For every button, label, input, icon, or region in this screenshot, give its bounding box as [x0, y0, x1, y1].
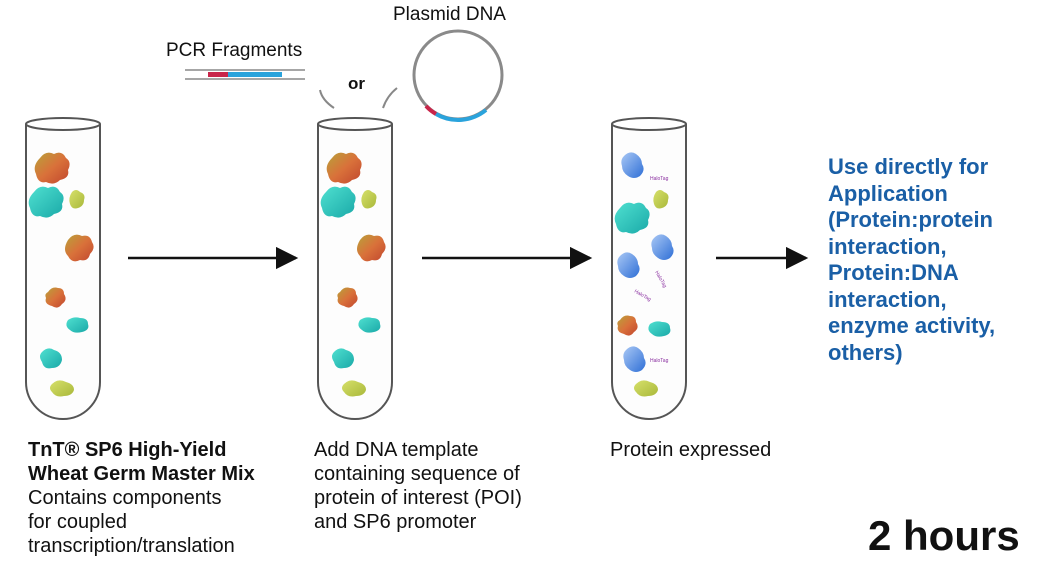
tag-label: HaloTag	[650, 358, 669, 364]
application-line: interaction,	[828, 286, 947, 312]
protein-blob	[320, 186, 356, 218]
caption-line: Contains components	[28, 487, 222, 509]
caption-line: for coupled	[28, 511, 127, 533]
expressed-protein	[617, 252, 640, 278]
protein-blob	[326, 152, 362, 184]
protein-blob	[617, 315, 638, 336]
protein-blob	[34, 152, 70, 184]
protein-blob	[337, 287, 358, 308]
expressed-protein	[623, 346, 646, 372]
plasmid-dna-label: Plasmid DNA	[393, 4, 506, 25]
pcr-fragment-icon	[185, 69, 305, 80]
caption-line: containing sequence of	[314, 463, 520, 485]
application-line: (Protein:protein	[828, 207, 993, 232]
caption-line: transcription/translation	[28, 535, 235, 557]
protein-blob	[332, 348, 354, 369]
protein-blob	[614, 202, 650, 234]
expressed-protein	[621, 152, 644, 178]
connector-bracket-right	[382, 87, 398, 109]
application-line: enzyme activity,	[828, 313, 996, 338]
protein-blob	[66, 317, 89, 333]
caption-line: Protein expressed	[610, 439, 772, 461]
tube-3: HaloTag HaloTag HaloTag HaloTag	[611, 117, 687, 420]
protein-blob	[634, 380, 658, 397]
tube-1	[25, 117, 101, 420]
pcr-fragments-label: PCR Fragments	[166, 40, 303, 61]
protein-blob	[358, 317, 381, 333]
protein-blob	[50, 380, 74, 397]
tube-2-caption: Add DNA template containing sequence of …	[314, 438, 522, 534]
duration-label: 2 hours	[868, 512, 1020, 559]
caption-line: Add DNA template	[314, 439, 479, 461]
application-line: Use directly for	[828, 154, 989, 179]
tag-label: HaloTag	[650, 176, 669, 182]
caption-line: TnT® SP6 High-Yield	[28, 439, 227, 461]
protein-blob	[28, 186, 64, 218]
application-line: others)	[828, 339, 903, 365]
application-line: interaction,	[828, 233, 947, 259]
tube-2	[317, 117, 393, 420]
application-text: Use directly for Application (Protein:pr…	[828, 154, 1038, 366]
application-line: Protein:DNA	[828, 260, 959, 285]
protein-blob	[648, 321, 671, 337]
protein-blob	[45, 287, 66, 308]
protein-blob	[65, 234, 94, 262]
protein-blob	[342, 380, 366, 397]
connector-bracket-left	[319, 89, 335, 109]
tube-3-caption: Protein expressed	[610, 438, 771, 462]
protein-blob	[357, 234, 386, 262]
caption-line: Wheat Germ Master Mix	[28, 463, 255, 485]
protein-blob	[361, 190, 377, 209]
plasmid-icon	[412, 29, 504, 122]
tube-1-caption: TnT® SP6 High-Yield Wheat Germ Master Mi…	[28, 438, 255, 558]
protein-blob	[653, 190, 669, 209]
caption-line: protein of interest (POI)	[314, 487, 522, 509]
expressed-protein	[651, 234, 674, 260]
protein-blob	[40, 348, 62, 369]
protein-blob	[69, 190, 85, 209]
caption-line: and SP6 promoter	[314, 511, 477, 533]
or-label: or	[348, 74, 365, 93]
application-line: Application	[828, 180, 948, 206]
